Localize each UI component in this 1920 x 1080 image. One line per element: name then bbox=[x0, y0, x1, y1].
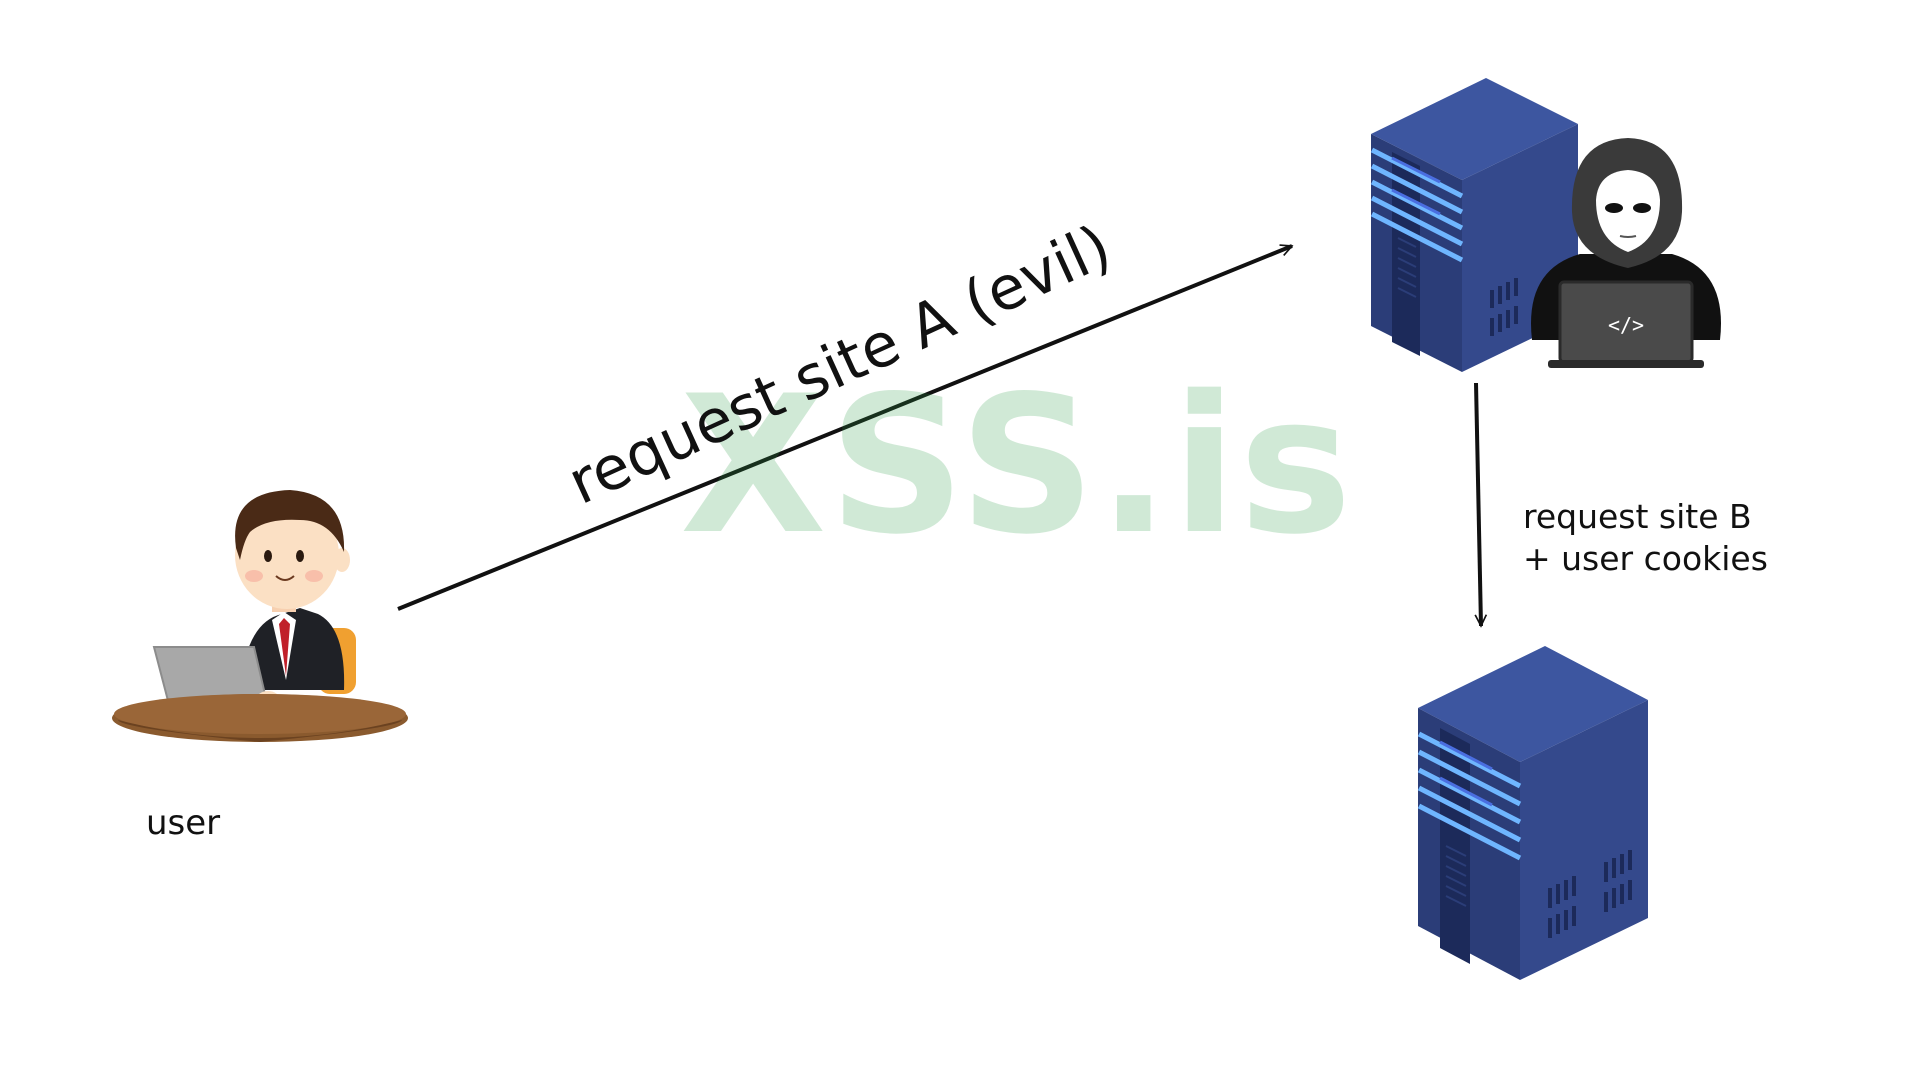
user-label: user bbox=[146, 803, 221, 843]
laptop-code-text: </> bbox=[1608, 313, 1644, 337]
user-at-laptop-icon bbox=[112, 490, 408, 742]
arrow-user-to-evil-server bbox=[397, 244, 1292, 611]
request-site-b-label: request site B + user cookies bbox=[1523, 496, 1768, 580]
hacker-icon: </> bbox=[1531, 138, 1721, 368]
watermark-text: XSS.is bbox=[680, 355, 1355, 576]
arrow-evil-to-target-server bbox=[1474, 382, 1481, 626]
request-site-b-line2: + user cookies bbox=[1523, 539, 1768, 578]
request-site-b-line1: request site B bbox=[1523, 497, 1752, 536]
target-server-icon bbox=[1417, 646, 1648, 980]
